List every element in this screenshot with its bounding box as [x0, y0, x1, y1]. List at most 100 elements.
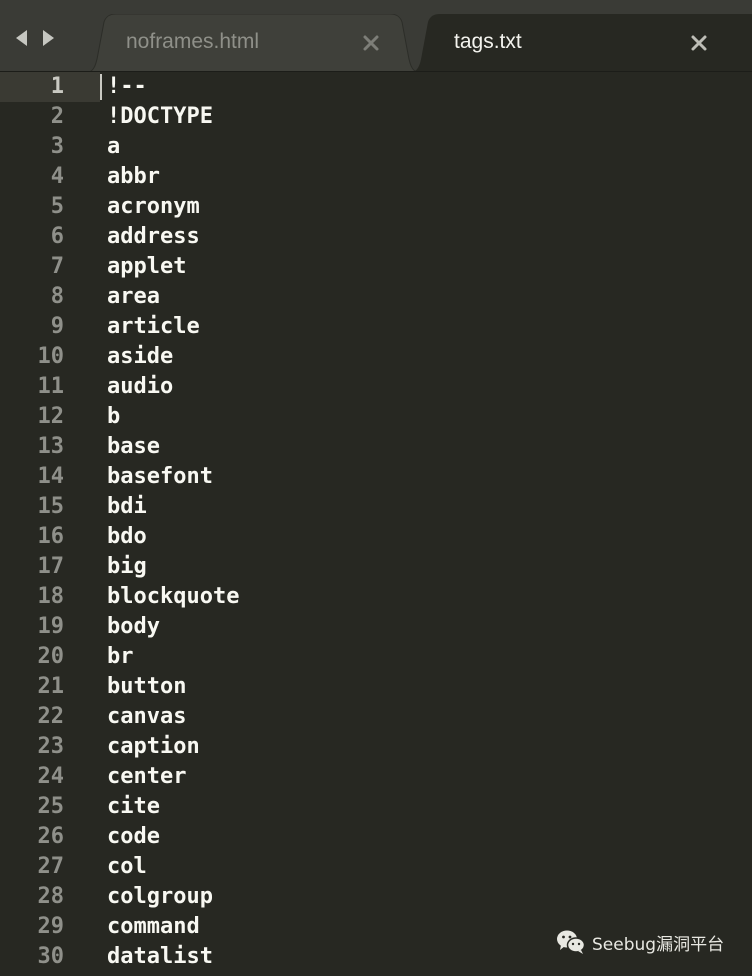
line-text: bdi [107, 494, 147, 519]
code-line[interactable]: 22 canvas [0, 702, 752, 732]
line-text: !DOCTYPE [107, 104, 213, 129]
line-number: 26 [37, 824, 65, 849]
line-text: cite [107, 794, 160, 819]
code-line[interactable]: 9 article [0, 312, 752, 342]
close-icon[interactable] [362, 34, 380, 52]
line-number: 16 [37, 524, 65, 549]
line-number: 30 [37, 944, 65, 969]
line-text: center [107, 764, 187, 789]
code-line[interactable]: 11 audio [0, 372, 752, 402]
line-text: code [107, 824, 160, 849]
tab-background [90, 14, 416, 71]
line-text: aside [107, 344, 174, 369]
line-text: bdo [107, 524, 147, 549]
watermark: Seebug漏洞平台 [556, 927, 724, 957]
code-line[interactable]: 29 command [0, 912, 752, 942]
text-caret [100, 74, 102, 100]
line-number: 15 [37, 494, 65, 519]
tab-tags-txt[interactable]: tags.txt [404, 14, 752, 71]
line-text: base [107, 434, 160, 459]
line-number: 29 [37, 914, 65, 939]
line-number: 25 [37, 794, 65, 819]
line-text: !-- [107, 74, 147, 99]
code-line[interactable]: 5 acronym [0, 192, 752, 222]
watermark-text: Seebug漏洞平台 [592, 934, 725, 955]
line-number: 19 [37, 614, 65, 639]
line-number: 12 [37, 404, 65, 429]
line-number: 22 [37, 704, 65, 729]
nav-arrows [12, 24, 58, 52]
code-line[interactable]: 24 center [0, 762, 752, 792]
line-number: 9 [50, 314, 64, 339]
code-line[interactable]: 26 code [0, 822, 752, 852]
line-number: 1 [50, 74, 64, 99]
line-text: blockquote [107, 584, 240, 609]
line-text: br [107, 644, 134, 669]
line-number: 6 [50, 224, 64, 249]
code-line[interactable]: 15 bdi [0, 492, 752, 522]
line-text: acronym [107, 194, 200, 219]
line-number: 20 [37, 644, 65, 669]
line-text: basefont [107, 464, 213, 489]
close-icon[interactable] [690, 34, 708, 52]
line-number: 2 [50, 104, 64, 129]
line-text: article [107, 314, 200, 339]
code-line[interactable]: 16 bdo [0, 522, 752, 552]
code-line[interactable]: 13 base [0, 432, 752, 462]
code-line[interactable]: 25 cite [0, 792, 752, 822]
line-number: 13 [37, 434, 65, 459]
code-line[interactable]: 19 body [0, 612, 752, 642]
line-text: big [107, 554, 147, 579]
line-number: 11 [37, 374, 65, 399]
left-arrow-icon[interactable] [12, 27, 30, 49]
line-text: canvas [107, 704, 187, 729]
code-line[interactable]: 12 b [0, 402, 752, 432]
line-number: 24 [37, 764, 65, 789]
line-number: 4 [50, 164, 64, 189]
tab-background [415, 14, 752, 71]
line-text: command [107, 914, 200, 939]
line-text: audio [107, 374, 174, 399]
tab-label: tags.txt [454, 30, 522, 53]
line-text: a [107, 134, 121, 159]
line-text: colgroup [107, 884, 213, 909]
code-line[interactable]: 20 br [0, 642, 752, 672]
line-number: 21 [37, 674, 65, 699]
line-text: address [107, 224, 200, 249]
line-number: 7 [50, 254, 64, 279]
line-number: 10 [37, 344, 65, 369]
line-text: applet [107, 254, 187, 279]
wechat-icon [556, 929, 586, 955]
code-line[interactable]: 14 basefont [0, 462, 752, 492]
right-arrow-icon[interactable] [40, 27, 58, 49]
code-line[interactable]: 2 !DOCTYPE [0, 102, 752, 132]
line-number: 14 [37, 464, 65, 489]
code-line[interactable]: 30 datalist [0, 942, 752, 972]
line-number: 23 [37, 734, 65, 759]
line-number: 28 [37, 884, 65, 909]
line-number: 5 [50, 194, 64, 219]
line-text: body [107, 614, 160, 639]
line-text: b [107, 404, 121, 429]
tab-noframes-html[interactable]: noframes.html [80, 14, 426, 71]
code-line[interactable]: 28 colgroup [0, 882, 752, 912]
code-line[interactable]: 6 address [0, 222, 752, 252]
line-text: datalist [107, 944, 213, 969]
line-number: 27 [37, 854, 65, 879]
code-line[interactable]: 4 abbr [0, 162, 752, 192]
line-text: abbr [107, 164, 160, 189]
code-line[interactable]: 10 aside [0, 342, 752, 372]
line-number: 3 [50, 134, 64, 159]
tab-label: noframes.html [126, 30, 260, 53]
current-line-gutter-highlight [0, 72, 100, 102]
code-line[interactable]: 1 !-- [0, 72, 752, 102]
code-line[interactable]: 7 applet [0, 252, 752, 282]
